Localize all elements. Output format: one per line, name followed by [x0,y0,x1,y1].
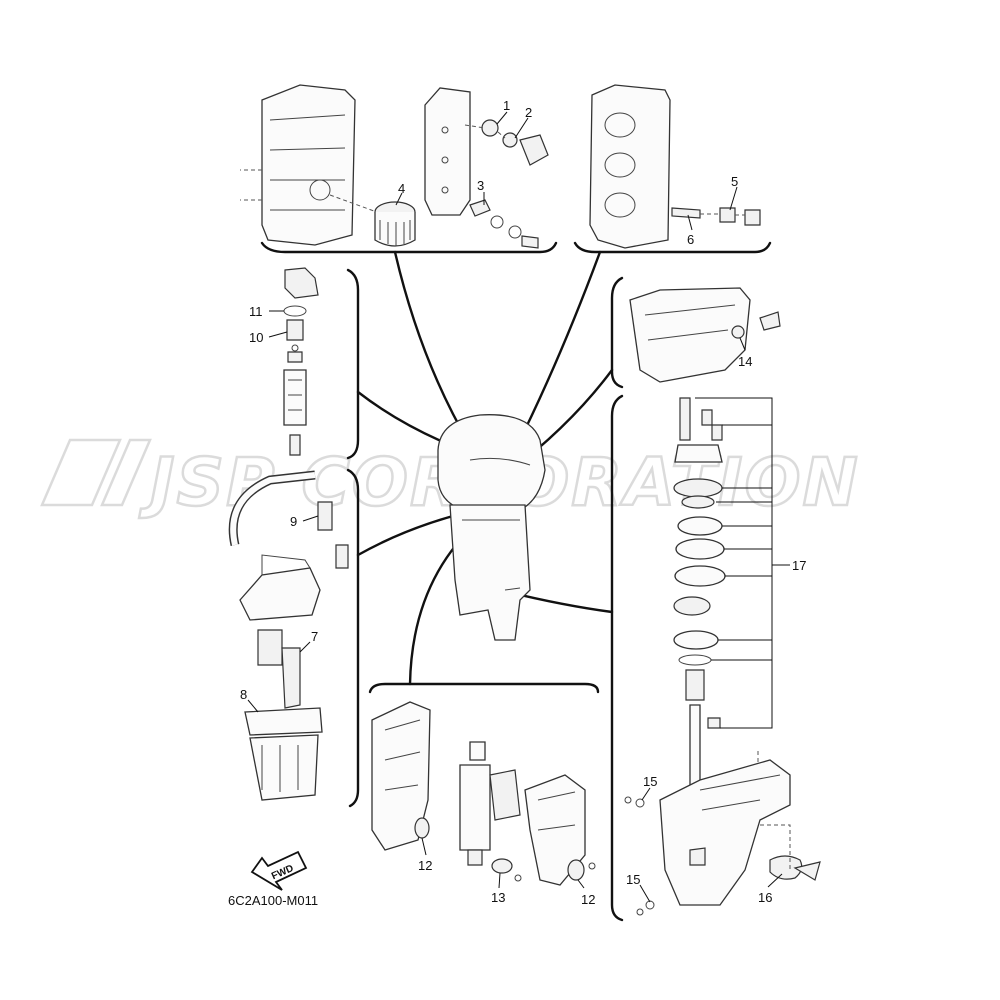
callout-13: 13 [491,890,505,905]
callout-1: 1 [503,98,510,113]
callout-8: 8 [240,687,247,702]
callout-16: 16 [758,890,772,905]
fuel-hose-drawing [228,470,349,569]
callout-6: 6 [687,232,694,247]
water-pump-kit-drawing [673,397,726,791]
callout-4: 4 [398,181,405,196]
callout-11: 11 [249,304,263,319]
lower-casing-drawing [624,748,821,916]
diagram-code: 6C2A100-M011 [228,893,318,908]
outboard-motor-silhouette [437,414,546,641]
callout-10: 10 [249,330,263,345]
callout-12-left: 12 [418,858,432,873]
power-trim-tilt-drawing [459,741,522,882]
callout-15-upper: 15 [643,774,657,789]
callout-15-lower: 15 [626,872,640,887]
callout-17: 17 [792,558,806,573]
cylinder-block-drawing [240,84,386,246]
callout-12-right: 12 [581,892,595,907]
oil-filter-drawing [374,201,416,247]
callout-2: 2 [525,105,532,120]
clamp-bracket-right-drawing [524,774,596,886]
bottom-cowling-drawing [629,287,781,383]
fwd-arrow-icon: FWD [250,850,308,891]
callout-17-bracket [695,397,790,729]
callout-14: 14 [738,354,752,369]
callout-7: 7 [311,629,318,644]
callout-5: 5 [731,174,738,189]
callout-3: 3 [477,178,484,193]
fuel-filter-drawing [283,267,319,456]
cylinder-head-drawing [589,84,761,249]
thermostat-cover-drawing [424,87,549,249]
section-frames [260,241,772,922]
callout-9: 9 [290,514,297,529]
callouts: 1 2 3 4 5 6 7 8 9 10 11 12 12 13 14 15 1… [240,98,806,907]
vapor-separator-drawing [239,554,323,801]
clamp-bracket-left-drawing [371,701,431,851]
